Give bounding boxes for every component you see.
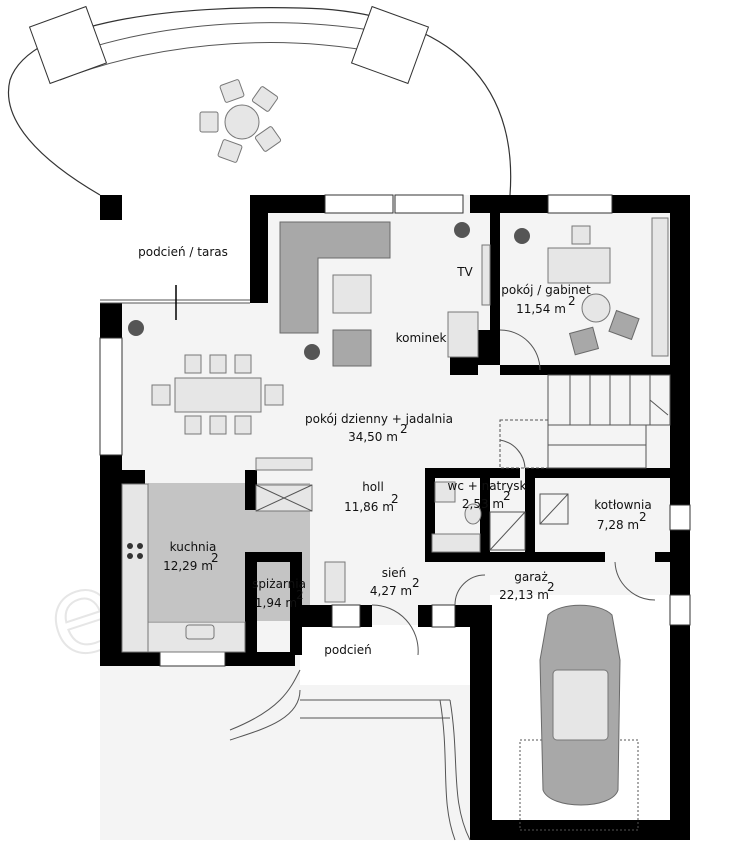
sup-pokoj-dzienny: 2: [400, 422, 408, 436]
window-west: [99, 337, 123, 456]
sideboard: [255, 457, 313, 471]
label-tv: TV: [456, 265, 473, 279]
area-pokoj-gabinet: 11,54 m: [516, 302, 566, 316]
area-sien: 4,27 m: [370, 584, 412, 598]
living-room-furniture: [255, 221, 491, 512]
sup-spizarnia: 2: [296, 588, 304, 602]
doors: [371, 329, 669, 656]
area-wc: 2,53 m: [462, 497, 504, 511]
label-podcien: podcień: [324, 643, 372, 657]
tv-stand: [481, 244, 491, 306]
dining-set: [151, 354, 284, 435]
area-spizarnia: 1,94 m: [255, 596, 297, 610]
corner-sofa: [279, 221, 391, 334]
label-holl: holl: [362, 480, 384, 494]
window-top-1: [324, 194, 394, 214]
outdoor-table: [199, 79, 282, 163]
planter-right: [350, 5, 430, 85]
office-furniture: [547, 217, 669, 357]
window-sien-2: [431, 604, 456, 628]
coffee-table: [332, 274, 372, 314]
room-labels: podcień / taras pokój / gabinet 11,54 m …: [138, 245, 652, 657]
entrance-path: [229, 669, 471, 841]
area-garaz: 22,13 m: [499, 588, 549, 602]
label-pokoj-gabinet: pokój / gabinet: [501, 283, 591, 297]
walls: [100, 195, 690, 840]
area-holl: 11,86 m: [344, 500, 394, 514]
label-kuchnia: kuchnia: [170, 540, 217, 554]
window-kotlownia: [669, 504, 691, 531]
sup-kuchnia: 2: [211, 551, 219, 565]
terrace-oval: [7, 5, 512, 196]
windows: [99, 194, 691, 667]
label-sien: sień: [382, 566, 407, 580]
kitchen-furniture: [121, 483, 246, 653]
bookshelf: [651, 217, 669, 357]
planter-left: [28, 5, 108, 85]
area-kuchnia: 12,29 m: [163, 559, 213, 573]
sup-kotlownia: 2: [639, 510, 647, 524]
label-wc: wc + natrysk: [448, 479, 527, 493]
sup-garaz: 2: [547, 580, 555, 594]
sup-wc: 2: [503, 489, 511, 503]
label-kotlownia: kotłownia: [594, 498, 651, 512]
sup-pokoj-gabinet: 2: [568, 294, 576, 308]
sup-sien: 2: [412, 576, 420, 590]
plants: [128, 222, 530, 360]
window-kitchen: [159, 651, 226, 667]
dining-table: [174, 377, 262, 413]
fireplace: [447, 311, 479, 358]
label-pokoj-dzienny: pokój dzienny + jadalnia: [305, 412, 453, 426]
bathroom-fixtures: [324, 481, 569, 603]
stairs: [499, 374, 671, 469]
window-top-2: [394, 194, 464, 214]
sup-holl: 2: [391, 492, 399, 506]
desk: [547, 247, 611, 284]
label-podcien-taras: podcień / taras: [138, 245, 228, 259]
label-spizarnia: spiżarnia: [252, 577, 306, 591]
terrace-structure: [100, 285, 250, 320]
armchair: [332, 329, 372, 367]
car: [519, 604, 639, 831]
window-gabinet: [547, 194, 613, 214]
area-kotlownia: 7,28 m: [597, 518, 639, 532]
label-garaz: garaż: [514, 570, 548, 584]
label-kominek: kominek: [396, 331, 447, 345]
window-garage: [669, 594, 691, 626]
area-pokoj-dzienny: 34,50 m: [348, 430, 398, 444]
window-sien: [331, 604, 361, 628]
